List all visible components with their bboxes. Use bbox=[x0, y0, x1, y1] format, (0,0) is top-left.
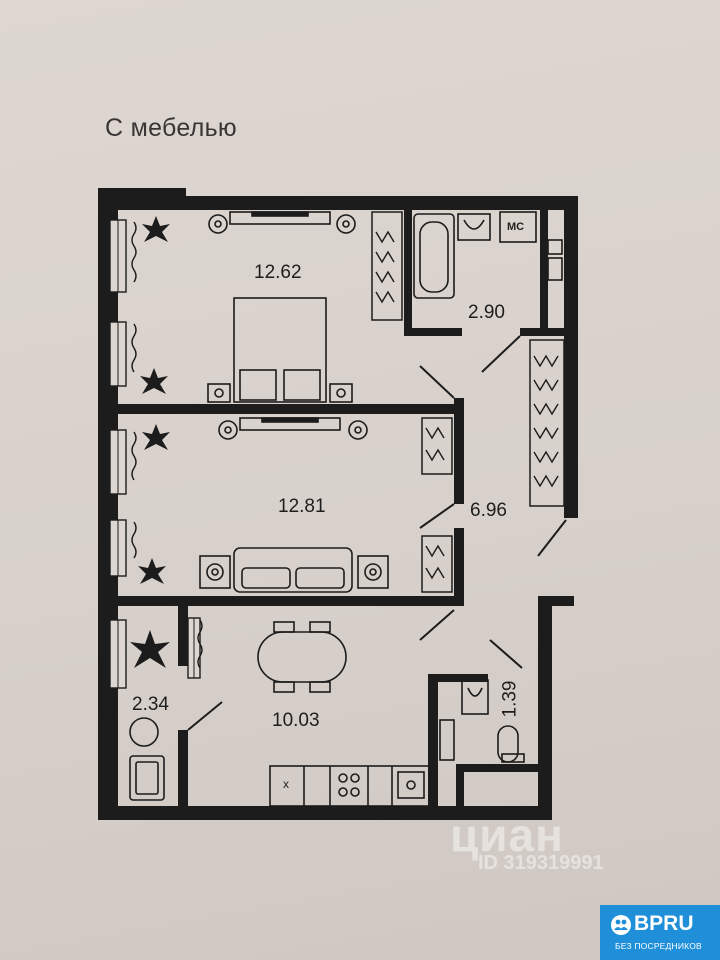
plan-heading: С мебелью bbox=[105, 114, 237, 142]
watermark-id: ID 319319991 bbox=[478, 852, 604, 874]
plant-icon bbox=[142, 424, 170, 450]
wardrobe-living-2 bbox=[421, 535, 453, 593]
plants bbox=[130, 216, 170, 668]
door-bedroom bbox=[419, 365, 455, 399]
door-balcony bbox=[187, 701, 223, 731]
area-bedroom: 12.62 bbox=[254, 262, 302, 283]
outer-wall-right-step bbox=[538, 596, 574, 606]
toilet bbox=[497, 725, 519, 763]
wc-sink bbox=[461, 679, 489, 715]
badge-title: BPRU bbox=[634, 912, 694, 935]
balcony-table bbox=[129, 717, 159, 747]
kitchen-furniture bbox=[129, 621, 431, 807]
wall-wc-left bbox=[428, 674, 438, 808]
outer-wall-bottom bbox=[98, 806, 552, 820]
wall-wc-bottom bbox=[456, 764, 546, 772]
outer-wall-right-lower bbox=[538, 596, 552, 818]
plant-icon bbox=[138, 558, 166, 584]
bpru-badge[interactable]: BPRU БЕЗ ПОСРЕДНИКОВ bbox=[600, 905, 720, 960]
plant-icon bbox=[140, 368, 168, 394]
wall-bath-right bbox=[540, 210, 548, 336]
wall-wc-top bbox=[428, 674, 488, 682]
wall-balcony-1 bbox=[178, 606, 188, 666]
wall-bath-left bbox=[404, 210, 412, 336]
bathtub bbox=[413, 213, 455, 299]
wardrobe-living-1 bbox=[421, 417, 453, 475]
door-entrance bbox=[537, 519, 567, 557]
wall-corridor-1 bbox=[454, 398, 464, 504]
wardrobe-bedroom bbox=[371, 211, 403, 321]
washer-label: МС bbox=[507, 221, 525, 233]
plant-icon bbox=[130, 630, 170, 668]
door-bath bbox=[481, 335, 521, 373]
area-bath: 2.90 bbox=[468, 302, 505, 323]
area-kitchen: 10.03 bbox=[272, 710, 320, 731]
area-hall: 6.96 bbox=[470, 500, 507, 521]
outer-wall-top bbox=[118, 196, 578, 210]
sofa bbox=[233, 547, 353, 593]
door-living bbox=[419, 503, 455, 529]
doors bbox=[187, 335, 567, 731]
bed bbox=[233, 297, 327, 403]
watermark-brand: циан bbox=[450, 809, 564, 861]
door-wc bbox=[489, 639, 523, 669]
wall-bath-bottom bbox=[404, 328, 462, 336]
wall-wc-inner bbox=[456, 764, 464, 808]
wall-bedroom-living bbox=[118, 404, 464, 414]
bath-sink bbox=[457, 213, 491, 241]
door-kitchen bbox=[419, 609, 455, 641]
plant-icon bbox=[142, 216, 170, 242]
outer-wall-right-upper bbox=[564, 196, 578, 518]
area-living: 12.81 bbox=[278, 496, 326, 517]
sink-mark: x bbox=[283, 777, 289, 791]
washing-machine bbox=[499, 211, 537, 243]
dining-table bbox=[257, 631, 347, 683]
balcony-chair bbox=[129, 755, 165, 801]
wardrobe-hall bbox=[529, 339, 565, 507]
living-furniture bbox=[199, 417, 389, 593]
area-balcony: 2.34 bbox=[132, 694, 169, 715]
people-icon bbox=[611, 915, 631, 935]
wall-bath-bottom-right bbox=[520, 328, 568, 336]
bathroom-fixtures bbox=[413, 211, 563, 299]
bedroom-furniture bbox=[207, 211, 356, 403]
hangers bbox=[375, 230, 559, 580]
walls bbox=[98, 188, 578, 820]
wardrobes bbox=[371, 211, 565, 593]
wall-living-kitchen bbox=[118, 596, 464, 606]
area-wc: 1.39 bbox=[499, 680, 521, 718]
wc-fixtures bbox=[439, 679, 525, 763]
kitchen-counter bbox=[269, 765, 431, 807]
badge-subtitle: БЕЗ ПОСРЕДНИКОВ bbox=[615, 941, 702, 951]
wall-corridor-2 bbox=[454, 528, 464, 606]
curtains bbox=[131, 221, 203, 669]
wall-balcony-2 bbox=[178, 730, 188, 808]
window-lines bbox=[117, 220, 195, 688]
